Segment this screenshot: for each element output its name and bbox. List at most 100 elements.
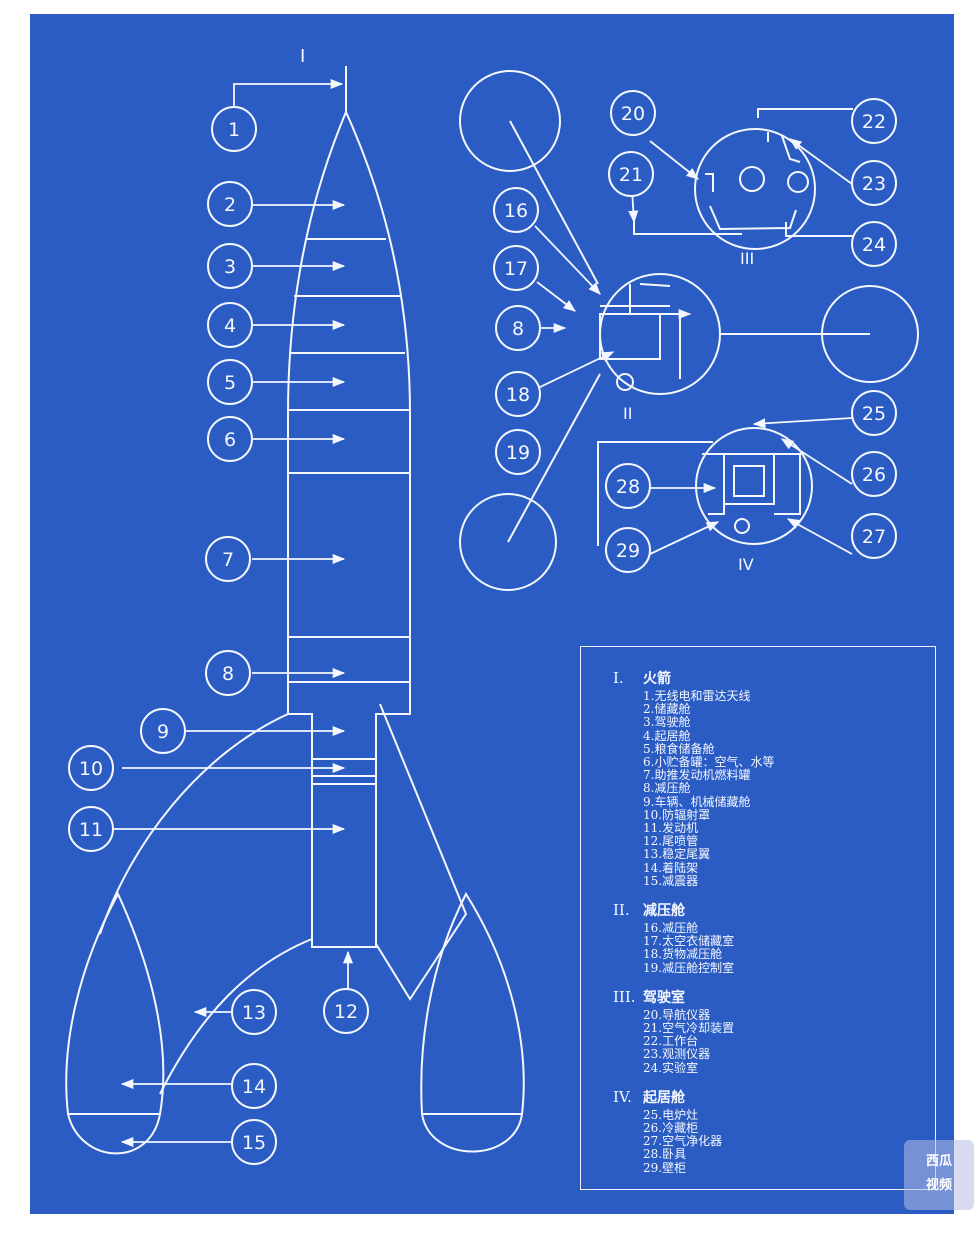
- callout-circle: [205, 650, 251, 696]
- callout-circle: [851, 98, 897, 144]
- legend-section-header: IV. 起居舱: [613, 1088, 935, 1107]
- callout-number: 24: [862, 234, 886, 256]
- legend-item: 8.减压舱: [643, 781, 691, 796]
- legend-section-numeral: I.: [613, 669, 624, 687]
- left-pod: [65, 891, 165, 1155]
- leader-26: [780, 438, 853, 485]
- callout-number: 18: [506, 384, 530, 406]
- detail-iii-center: [739, 166, 765, 192]
- legend-item: 3.驾驶舱: [643, 715, 691, 730]
- detail-ii-spokes: [507, 120, 870, 543]
- callout-circle: [207, 359, 253, 405]
- detail-iv-circle: [695, 427, 813, 545]
- detail-ii-hatch: [616, 373, 634, 391]
- callout-number: 22: [862, 111, 886, 133]
- detail-ii-top-circle: [459, 70, 561, 172]
- legend-item: 1.无线电和雷达天线: [643, 689, 751, 703]
- legend-item: 13.稳定尾翼: [643, 847, 711, 862]
- legend-item: 11.发动机: [643, 821, 699, 836]
- callout-circle: [68, 745, 114, 791]
- callout-number: 11: [79, 819, 103, 841]
- callout-number: 1: [228, 119, 240, 141]
- callout-number: 15: [242, 1132, 266, 1154]
- legend-item: 15.减震器: [643, 873, 699, 888]
- callout-circle: [68, 806, 114, 852]
- detail-ii-interior: [599, 283, 681, 379]
- leader-18: [537, 351, 615, 389]
- callout-circle: [851, 160, 897, 206]
- callout-circle: [851, 451, 897, 497]
- legend-item: 28.卧具: [643, 1147, 687, 1162]
- legend-item: 19.减压舱控制室: [643, 960, 735, 975]
- callout-number: 13: [242, 1002, 266, 1024]
- detail-iii-interior: [705, 132, 801, 231]
- callout-number: 6: [224, 429, 236, 451]
- callout-circle: [231, 1063, 277, 1109]
- callout-circle: [207, 181, 253, 227]
- rocket-body: [287, 109, 411, 948]
- callout-number: 27: [862, 526, 886, 548]
- legend-section-header: III.驾驶室: [613, 988, 935, 1007]
- label-detail-iii: III: [740, 249, 754, 268]
- callout-number: 10: [79, 758, 103, 780]
- callout-number: 25: [862, 403, 886, 425]
- legend-section-header: I.火箭: [613, 669, 935, 688]
- legend-item: 21.空气冷却装置: [643, 1021, 735, 1036]
- detail-iv-hatch: [734, 518, 750, 534]
- right-pod: [420, 891, 525, 1153]
- compartment-lines: [288, 238, 410, 785]
- legend-section-title: 起居舱: [643, 1089, 685, 1106]
- callout-circle: [605, 527, 651, 573]
- detail-iii-circle: [694, 128, 816, 250]
- legend-section-title: 减压舱: [643, 903, 685, 920]
- right-fin: [375, 703, 468, 1001]
- label-rocket-i: I: [300, 46, 305, 67]
- callout-circle: [493, 245, 539, 291]
- legend-item: 12.尾喷管: [643, 834, 699, 849]
- legend-section-numeral: III.: [613, 987, 636, 1006]
- callout-circle: [207, 302, 253, 348]
- legend-item: 4.起居舱: [643, 728, 691, 743]
- callout-number: 8: [222, 663, 234, 685]
- callout-circle: [207, 416, 253, 462]
- callout-circle: [851, 513, 897, 559]
- legend-item: 18.货物减压舱: [643, 947, 723, 962]
- legend-item: 14.着陆架: [643, 860, 699, 875]
- callout-number: 26: [862, 464, 886, 486]
- leader-27: [786, 518, 853, 555]
- rocket-blueprint-drawing: 1234567891011121314151617818192021222324…: [65, 46, 919, 1165]
- legend-section-numeral: IV.: [613, 1087, 632, 1106]
- callout-number: 7: [222, 549, 234, 571]
- callout-number: 23: [862, 173, 886, 195]
- callout-circle: [231, 1119, 277, 1165]
- callout-circle: [495, 429, 541, 475]
- leader-1: [233, 78, 344, 106]
- legend-item: 25.电炉灶: [643, 1107, 699, 1122]
- legend-item: 29.壁柜: [643, 1160, 687, 1175]
- legend-item: 26.冷藏柜: [643, 1121, 699, 1136]
- detail-iii-leaders: [633, 108, 858, 237]
- legend-item: 16.减压舱: [643, 921, 699, 936]
- left-fin: [99, 713, 289, 935]
- callout-number: 16: [504, 200, 528, 222]
- detail-iv-leader: [597, 441, 713, 546]
- legend-section-numeral: II.: [613, 901, 630, 920]
- legend-item: 5.粮食储备舱: [643, 741, 715, 756]
- leader-25: [752, 417, 853, 429]
- callout-number: 21: [619, 164, 643, 186]
- callout-circle: [495, 371, 541, 417]
- callout-circle: [207, 243, 253, 289]
- callout-number: 9: [157, 721, 169, 743]
- callout-circle: [610, 90, 656, 136]
- callout-circle: [851, 390, 897, 436]
- legend-item: 10.防辐射罩: [643, 807, 711, 822]
- detail-iii-small: [787, 171, 809, 193]
- callout-number: 4: [224, 315, 236, 337]
- detail-ii-bottom-circle: [459, 493, 557, 591]
